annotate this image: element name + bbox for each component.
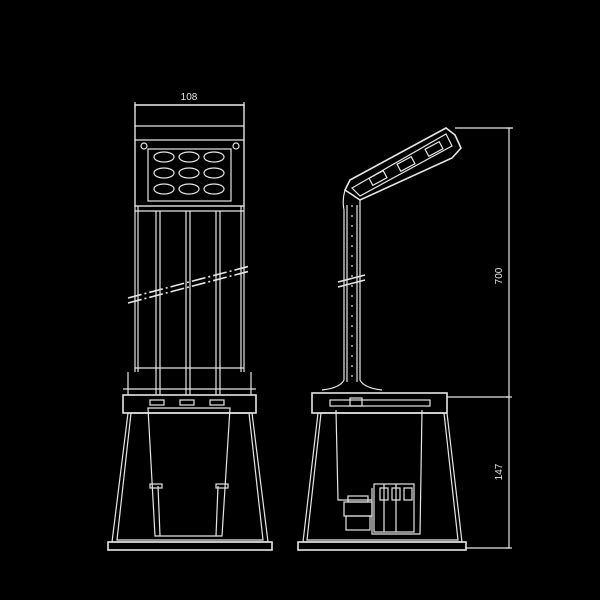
luminaire-head-side xyxy=(343,127,513,201)
base-height-label: 147 xyxy=(494,463,505,480)
break-line-side xyxy=(337,274,366,288)
pole-front xyxy=(134,206,245,395)
height-dimensions xyxy=(447,127,512,549)
front-view xyxy=(107,102,273,551)
base-box-side xyxy=(297,392,467,551)
side-view xyxy=(297,127,513,551)
pole-height-label: 700 xyxy=(494,267,505,284)
break-line-front xyxy=(127,265,251,304)
base-box-front xyxy=(107,372,273,551)
width-dimension-label: 108 xyxy=(181,92,198,103)
led-array xyxy=(153,151,225,195)
luminaire-head-front xyxy=(134,104,245,207)
terminal-block xyxy=(373,483,415,533)
pole-side xyxy=(321,189,383,391)
cable-gland xyxy=(343,495,373,531)
